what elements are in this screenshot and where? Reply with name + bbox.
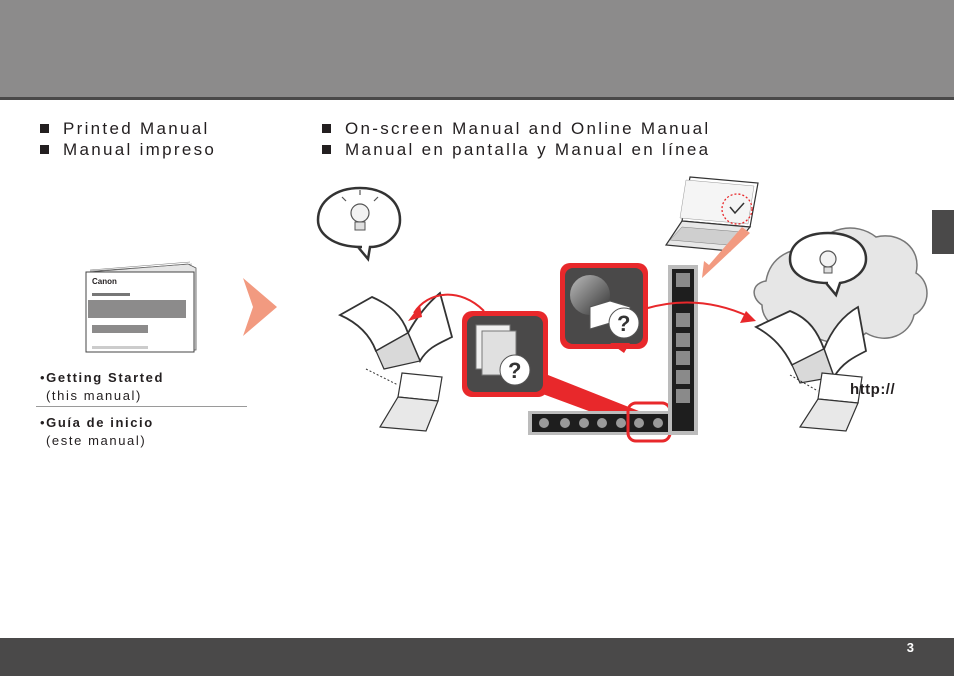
square-bullet-icon bbox=[40, 145, 49, 154]
heading-text: Printed Manual bbox=[63, 119, 210, 138]
onscreen-manual-illustration: ? ? bbox=[310, 165, 930, 445]
help-icon: ? bbox=[609, 308, 639, 338]
lightbulb-icon bbox=[318, 188, 400, 259]
caption-title: Getting Started bbox=[46, 370, 164, 385]
url-label: http:// bbox=[850, 381, 895, 398]
laptop-icon bbox=[666, 177, 758, 251]
square-bullet-icon bbox=[322, 145, 331, 154]
header-rule bbox=[0, 97, 954, 100]
square-bullet-icon bbox=[322, 124, 331, 133]
printed-booklet-illustration: Canon bbox=[84, 260, 202, 356]
printed-manual-heading-en: Printed Manual bbox=[40, 118, 210, 139]
header-bar bbox=[0, 0, 954, 98]
onscreen-manual-heading-en: On-screen Manual and Online Manual bbox=[322, 118, 710, 139]
caption-title: Guía de inicio bbox=[46, 415, 154, 430]
page-number: 3 bbox=[907, 640, 914, 655]
chevron-arrow-icon bbox=[243, 278, 277, 336]
help-icon: ? bbox=[500, 355, 530, 385]
caption-en-title: •Getting Started bbox=[40, 369, 164, 386]
caption-es-sub: (este manual) bbox=[46, 432, 146, 449]
heading-text: Manual en pantalla y Manual en línea bbox=[345, 140, 710, 159]
caption-divider bbox=[36, 406, 247, 407]
square-bullet-icon bbox=[40, 124, 49, 133]
svg-text:?: ? bbox=[617, 311, 630, 336]
onscreen-manual-heading-es: Manual en pantalla y Manual en línea bbox=[322, 139, 710, 160]
printed-manual-heading-es: Manual impreso bbox=[40, 139, 216, 160]
heading-text: On-screen Manual and Online Manual bbox=[345, 119, 710, 138]
heading-text: Manual impreso bbox=[63, 140, 216, 159]
section-tab bbox=[932, 210, 954, 254]
book-icon bbox=[340, 293, 452, 369]
booklet-brand: Canon bbox=[92, 277, 117, 286]
svg-text:?: ? bbox=[508, 358, 521, 383]
footer-bar bbox=[0, 638, 954, 676]
caption-en-sub: (this manual) bbox=[46, 387, 142, 404]
caption-es-title: •Guía de inicio bbox=[40, 414, 154, 431]
laptop-icon bbox=[380, 373, 442, 431]
